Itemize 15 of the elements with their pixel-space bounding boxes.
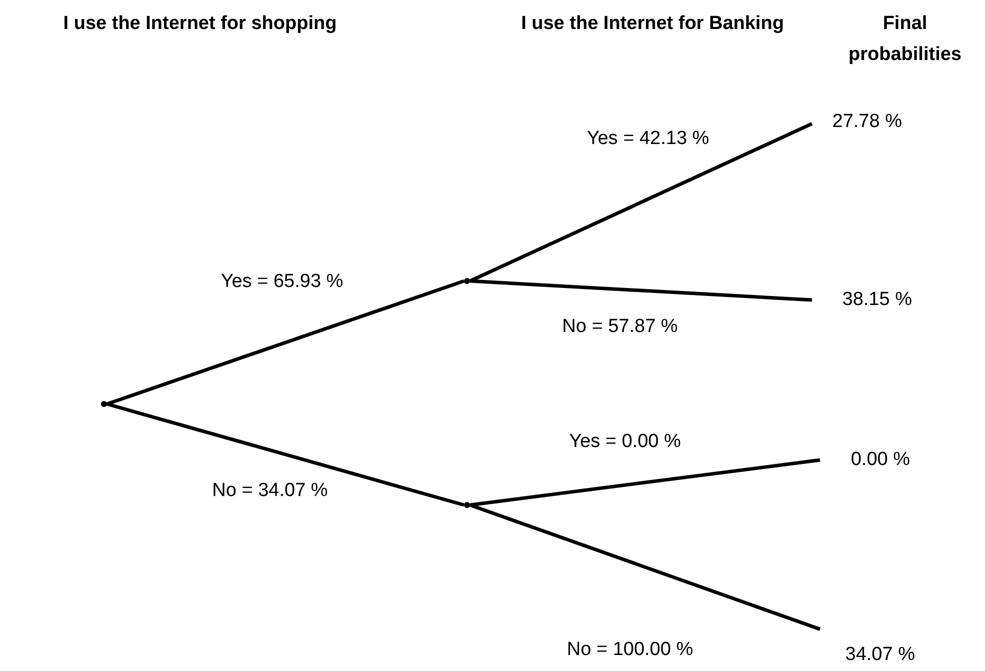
branch-point [101,401,107,407]
probability-value: 34.07 % [820,626,915,666]
probability-value: 27.78 % [812,105,902,139]
branch-point [464,502,470,508]
branch-line [106,402,464,507]
branch-line [470,458,820,507]
branch-line [106,279,465,406]
column-heading: I use the Internet for Banking [520,12,785,36]
probability-value: 38.15 % [812,284,912,316]
column-heading: I use the Internet for shopping [62,12,338,36]
branch-point [464,278,470,284]
branch-line [469,503,821,631]
branch-line [470,279,812,302]
column-heading: Final probabilities [848,12,962,67]
probability-value: 0.00 % [820,443,910,477]
